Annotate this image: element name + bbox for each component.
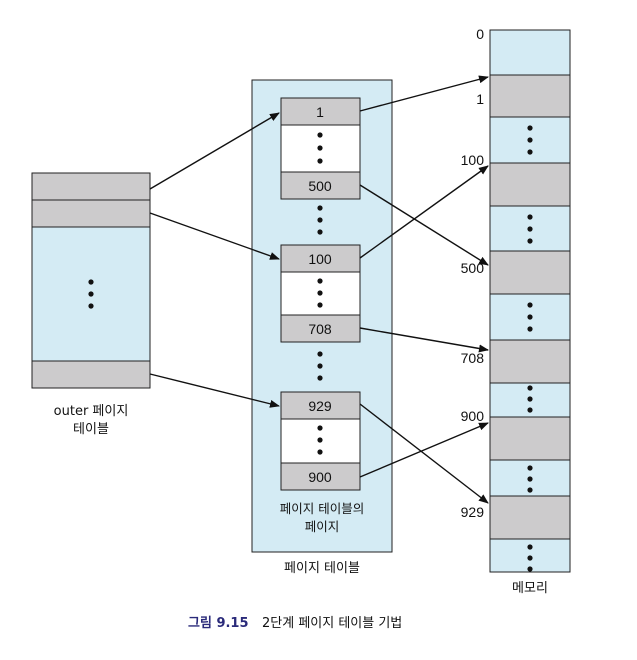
arrow-entry-500-to-frame-500 (359, 184, 489, 266)
memory-frame (489, 339, 571, 384)
ellipsis-dots (527, 302, 533, 332)
page-table-page: 929 900 (280, 391, 361, 491)
ellipsis-dots (527, 125, 533, 155)
inner-label-line2: 페이지 (305, 519, 340, 534)
page-table-page: 1 500 (280, 97, 361, 200)
entry-value: 708 (308, 321, 332, 337)
ellipsis-dots (527, 465, 533, 493)
memory-frame (489, 495, 571, 540)
inner-label-line1: 페이지 테이블의 (280, 501, 364, 516)
memory-address: 100 (461, 152, 485, 168)
outer-table-entry (31, 360, 151, 389)
page-table-entry (280, 97, 361, 126)
outer-table-entry (31, 172, 151, 201)
arrow-outer-to-page-1 (149, 112, 280, 190)
entry-value: 500 (308, 178, 332, 194)
arrow-outer-to-page-100 (149, 212, 280, 260)
ellipsis-dots (317, 278, 323, 308)
arrow-entry-1-to-frame-1 (359, 75, 489, 112)
arrows (149, 75, 489, 504)
entry-value: 1 (316, 104, 324, 120)
memory-address: 929 (461, 504, 485, 520)
entry-value: 929 (308, 398, 332, 414)
arrow-outer-to-page-929 (149, 373, 280, 408)
page-table-entry (280, 244, 361, 273)
memory-address: 0 (476, 26, 484, 42)
arrow-entry-708-to-frame-708 (359, 327, 489, 353)
caption-text: 2단계 페이지 테이블 기법 (262, 616, 402, 631)
outer-table-entry (31, 199, 151, 228)
memory-address: 500 (461, 260, 485, 276)
page-table-label: 페이지 테이블 (284, 561, 360, 576)
ellipsis-dots (527, 544, 533, 572)
arrow-entry-100-to-frame-100 (359, 165, 489, 259)
outer-page-table: outer 페이지 테이블 (31, 172, 151, 437)
ellipsis-dots (317, 351, 323, 381)
memory-address: 708 (461, 350, 485, 366)
memory-column: 0 1 100 500 708 900 929 메모리 (461, 26, 571, 596)
ellipsis-dots (88, 279, 94, 309)
ellipsis-dots (317, 132, 323, 164)
ellipsis-dots (317, 205, 323, 235)
outer-table-label-line1: outer 페이지 (54, 404, 129, 419)
entry-value: 900 (308, 469, 332, 485)
memory-frame (489, 250, 571, 295)
memory-body (489, 29, 571, 573)
ellipsis-dots (527, 385, 533, 413)
memory-address: 900 (461, 408, 485, 424)
page-table-page: 100 708 (280, 244, 361, 343)
outer-table-label-line2: 테이블 (73, 422, 109, 437)
memory-frame (489, 162, 571, 207)
arrow-entry-900-to-frame-900 (359, 422, 489, 478)
memory-frame (489, 416, 571, 461)
caption-figure-number: 그림 9.15 (188, 616, 249, 631)
memory-frame (489, 74, 571, 118)
ellipsis-dots (527, 214, 533, 244)
memory-label: 메모리 (512, 581, 548, 596)
figure-caption: 그림 9.15 2단계 페이지 테이블 기법 (188, 616, 402, 631)
arrow-entry-929-to-frame-929 (359, 403, 489, 504)
ellipsis-dots (317, 425, 323, 455)
page-table-entry (280, 391, 361, 420)
page-table-region: 1 500 100 708 (251, 79, 393, 576)
page-table-entry (280, 462, 361, 491)
entry-value: 100 (308, 251, 332, 267)
memory-address: 1 (476, 91, 484, 107)
page-table-entry (280, 171, 361, 200)
